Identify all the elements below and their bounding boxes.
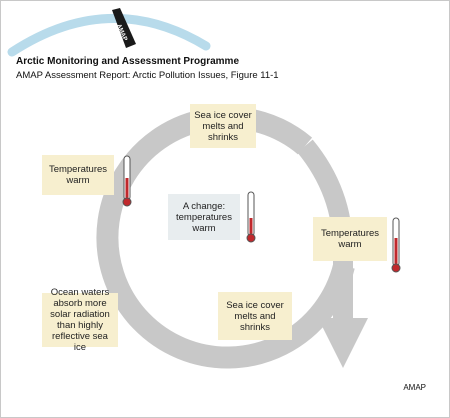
thermometer-left-icon <box>122 155 132 207</box>
header-title: Arctic Monitoring and Assessment Program… <box>16 56 240 67</box>
box-change-temperatures-warm: A change: temperatures warm <box>168 194 240 240</box>
logo-arc <box>7 13 211 57</box>
box-temperatures-warm-right: Temperatures warm <box>313 217 387 261</box>
header-subtitle: AMAP Assessment Report: Arctic Pollution… <box>16 70 279 81</box>
arrow-head <box>318 318 368 368</box>
footer-credit: AMAP <box>403 383 426 392</box>
box-sea-ice-melts-top: Sea ice cover melts and shrinks <box>190 104 256 148</box>
thermometer-right-icon <box>391 217 401 273</box>
amap-logo: AMAP <box>112 8 136 48</box>
box-temperatures-warm-left: Temperatures warm <box>42 155 114 195</box>
thermometer-center-icon <box>246 191 256 243</box>
box-ocean-absorbs-radiation: Ocean waters absorb more solar radiation… <box>42 287 118 353</box>
box-sea-ice-melts-bottom: Sea ice cover melts and shrinks <box>218 292 292 340</box>
